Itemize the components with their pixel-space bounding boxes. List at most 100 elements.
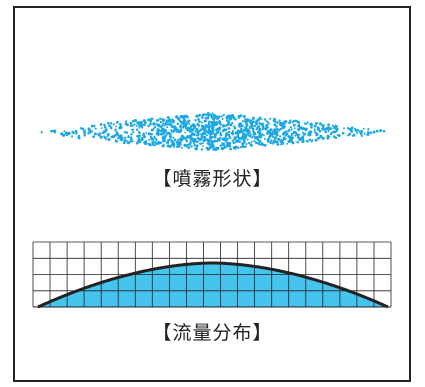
spray-droplet — [369, 131, 373, 135]
spray-droplet — [308, 133, 312, 137]
spray-droplet — [363, 132, 366, 135]
spray-droplet — [157, 140, 161, 144]
spray-droplet — [248, 125, 252, 129]
spray-droplet — [161, 124, 164, 127]
spray-droplet — [281, 125, 284, 128]
spray-droplet — [232, 138, 235, 141]
spray-droplet — [243, 136, 247, 140]
spray-droplet — [94, 127, 97, 130]
spray-droplet — [291, 120, 294, 124]
spray-droplet — [229, 147, 232, 151]
spray-droplet — [268, 136, 271, 139]
spray-droplet — [224, 128, 228, 132]
spray-droplet — [93, 132, 97, 136]
spray-droplet — [114, 128, 117, 132]
spray-droplet — [156, 130, 160, 134]
spray-droplet — [178, 125, 182, 129]
spray-droplet — [167, 119, 171, 122]
spray-droplet — [256, 126, 259, 130]
spray-droplet — [195, 128, 199, 131]
spray-droplet — [251, 117, 255, 121]
spray-droplet — [248, 134, 252, 138]
spray-droplet — [183, 136, 187, 140]
spray-droplet — [92, 135, 95, 139]
spray-droplet — [213, 118, 216, 121]
spray-droplet — [310, 139, 313, 143]
spray-droplet — [242, 128, 246, 132]
spray-droplet — [296, 133, 299, 137]
spray-droplet — [350, 126, 354, 130]
spray-droplet — [253, 132, 257, 136]
spray-droplet — [184, 131, 187, 134]
spray-droplet — [188, 127, 191, 130]
spray-droplet — [125, 120, 128, 123]
spray-droplet — [148, 143, 152, 147]
spray-droplet — [327, 123, 330, 126]
spray-droplet — [119, 137, 123, 141]
spray-droplet — [149, 122, 152, 126]
spray-droplet — [314, 138, 318, 142]
spray-droplet — [243, 140, 246, 144]
spray-droplet — [300, 136, 303, 140]
spray-droplet — [200, 124, 204, 128]
spray-droplet — [236, 129, 241, 133]
spray-droplet — [132, 128, 135, 131]
spray-droplet — [137, 134, 141, 138]
spray-droplet — [172, 142, 176, 147]
spray-droplet — [172, 125, 176, 129]
spray-droplet — [127, 135, 130, 138]
spray-droplet — [372, 130, 376, 134]
spray-droplet — [179, 137, 182, 140]
spray-droplet — [87, 132, 90, 135]
spray-droplet — [267, 122, 270, 125]
flow-curve — [37, 261, 389, 309]
spray-droplet — [182, 118, 187, 123]
spray-droplet — [209, 137, 213, 140]
spray-droplet — [221, 118, 224, 120]
spray-droplet — [233, 136, 236, 139]
spray-droplet — [156, 128, 160, 132]
spray-droplet — [193, 144, 196, 147]
spray-droplet — [289, 119, 292, 122]
spray-droplet — [335, 127, 339, 131]
spray-droplet — [135, 124, 138, 127]
spray-droplet — [131, 124, 134, 127]
spray-droplet — [196, 122, 199, 126]
spray-droplet — [343, 127, 345, 130]
spray-droplet — [263, 118, 267, 121]
spray-droplet — [99, 132, 101, 135]
spray-droplet — [196, 141, 199, 144]
spray-droplet — [240, 124, 244, 128]
spray-droplet — [239, 122, 243, 126]
spray-droplet — [189, 141, 192, 144]
spray-droplet — [108, 124, 111, 128]
spray-droplet — [166, 126, 169, 129]
spray-droplet — [249, 120, 253, 124]
spray-droplet — [201, 116, 204, 119]
spray-droplet — [227, 120, 231, 124]
spray-droplet — [64, 131, 68, 135]
spray-droplet — [251, 135, 254, 138]
spray-droplet — [272, 119, 276, 122]
spray-droplet — [163, 124, 166, 127]
spray-droplet — [201, 142, 204, 145]
spray-droplet — [239, 131, 242, 134]
spray-droplet — [167, 116, 171, 119]
spray-droplet — [257, 130, 261, 134]
spray-droplet — [126, 123, 129, 127]
spray-droplet — [199, 128, 203, 132]
spray-droplet — [159, 141, 162, 145]
spray-droplet — [176, 142, 179, 145]
spray-droplet — [246, 128, 250, 132]
spray-droplet — [152, 122, 155, 126]
spray-droplet — [326, 126, 330, 129]
spray-droplet — [308, 138, 311, 141]
spray-droplet — [171, 119, 175, 123]
spray-droplet — [258, 116, 262, 119]
spray-droplet — [299, 126, 303, 130]
spray-droplet — [302, 138, 305, 141]
spray-droplet — [159, 129, 162, 133]
spray-droplet — [314, 121, 318, 125]
spray-droplet — [210, 130, 214, 134]
spray-droplet — [279, 143, 282, 146]
